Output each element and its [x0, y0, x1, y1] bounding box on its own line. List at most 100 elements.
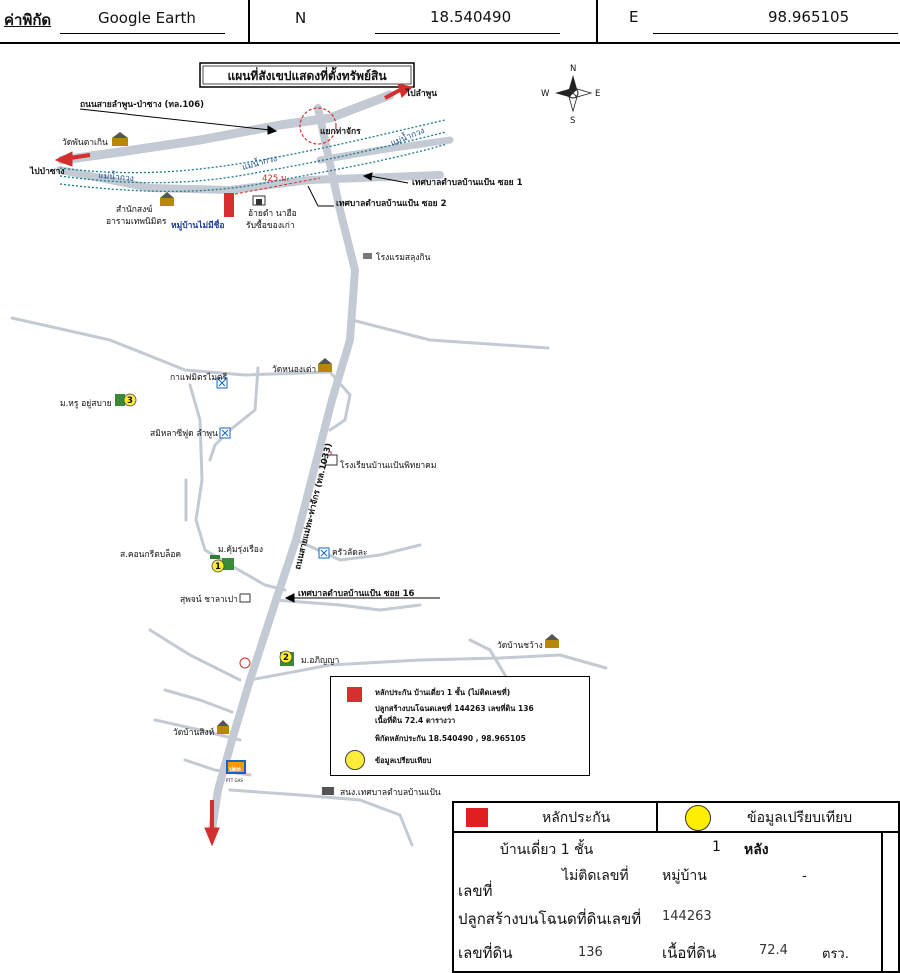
- road-soi-a: [188, 383, 287, 592]
- ptt-sub-label: PTT GAS: [226, 778, 243, 783]
- shop-label: รับซื้อของเก่า: [246, 219, 295, 231]
- legend-line: หลักประกัน บ้านเดี่ยว 1 ชั้น (ไม่ติดเลขท…: [375, 688, 511, 697]
- svg-text:2: 2: [283, 653, 289, 663]
- header-divider: [596, 0, 598, 42]
- comparison-icon: [685, 805, 711, 831]
- hall-label: สมิหลาซีฟูด ลำพูน: [150, 428, 218, 439]
- land-no-value: 136: [578, 945, 603, 960]
- wat-nong-tao-label: วัดหนองเต่า: [272, 365, 316, 375]
- municipal-label: สนง.เทศบาลตำบลบ้านแป้น: [340, 787, 441, 798]
- map-title: แผนที่สังเขปแสดงที่ตั้งทรัพย์สิน: [227, 66, 387, 83]
- east-label: E: [629, 8, 639, 26]
- legend-line: ข้อมูลเปรียบเทียบ: [375, 756, 432, 765]
- temple-icon: [217, 720, 229, 734]
- road-network: [10, 90, 608, 847]
- collateral-marker: [224, 193, 234, 217]
- distance-label: 425 ม.: [262, 174, 289, 184]
- arrow-to-pasang-icon: [54, 151, 73, 167]
- river-label: แม่น้ำกวง: [98, 169, 135, 184]
- legend-line: เนื้อที่ดิน 72.4 ตารางวา: [375, 716, 456, 725]
- area-unit: ตรว.: [822, 947, 849, 962]
- arrow-to-lamphun-icon: [397, 83, 414, 98]
- soi16-label: เทศบาลตำบลบ้านแป้น ซอย 16: [298, 588, 415, 599]
- shop-icon: [252, 195, 266, 206]
- soi1-label: เทศบาลตำบลบ้านแป้น ซอย 1: [412, 177, 523, 188]
- coordinate-header: ค่าพิกัด Google Earth N 18.540490 E 98.9…: [0, 0, 900, 44]
- arrow-south-icon: [204, 827, 220, 847]
- restaurant-icon: [216, 377, 228, 389]
- comparison-label: ข้อมูลเปรียบเทียบ: [747, 810, 853, 826]
- location-map: แผนที่สังเขปแสดงที่ตั้งทรัพย์สิน N S E W: [10, 62, 608, 847]
- table-border: [881, 831, 883, 971]
- wat-phan-ta-koen-label: วัดพันตาเกิน: [62, 138, 108, 148]
- unnamed-village-label: หมู่บ้านไม่มีชื่อ: [171, 218, 225, 231]
- direction-arrows: [54, 83, 414, 847]
- building-unit: หลัง: [744, 842, 769, 858]
- sangkha-label: สำนักสงฆ์: [116, 204, 153, 215]
- road-106-label: ถนนสายลำพูน-ป่าซาง (ทล.106): [80, 99, 204, 110]
- coord-label: ค่าพิกัด: [4, 11, 52, 29]
- wat-ban-sing-label: วัดบ้านสิงห์: [173, 727, 214, 738]
- coord-source: Google Earth: [98, 9, 196, 27]
- main-road-106: [57, 90, 395, 165]
- main-road-1033: [208, 104, 359, 834]
- svg-text:E: E: [595, 89, 600, 99]
- map-title-box: [199, 62, 415, 88]
- svg-text:W: W: [541, 89, 550, 99]
- east-underline: [653, 33, 898, 34]
- property-info-table: หลักประกัน ข้อมูลเปรียบเทียบ บ้านเดี่ยว …: [452, 801, 900, 973]
- house-no-value: ไม่ติดเลขที่: [562, 868, 629, 884]
- to-pasang-label: ไปป่าซาง: [29, 166, 65, 177]
- road-east-chwang: [248, 653, 608, 682]
- road-south-west: [148, 628, 242, 682]
- comparison-legend-icon: [345, 750, 365, 770]
- municipal-icon: [322, 787, 334, 795]
- wat-ban-chwang-label: วัดบ้านชว้าง: [497, 640, 543, 651]
- north-value: 18.540490: [430, 8, 512, 26]
- north-underline: [375, 33, 560, 34]
- shop-icon: [239, 593, 251, 603]
- header-divider: [248, 0, 250, 42]
- hotel-label: โรงแรมสลุงกิน: [376, 252, 431, 263]
- road-soi-16: [273, 598, 422, 612]
- area-label: เนื้อที่ดิน: [662, 944, 717, 962]
- row-divider: [656, 803, 658, 831]
- cafe-label: กาแฟมิตรไมตรี: [170, 372, 228, 383]
- svg-text:N: N: [570, 64, 576, 74]
- road-west-upper: [10, 316, 332, 377]
- source-underline: [60, 33, 225, 34]
- leader-lines: [79, 108, 440, 603]
- ptt-station-icon: [226, 760, 246, 774]
- comparison-marker-2: 2: [279, 650, 294, 666]
- moo-huru-label: ม.หรู อยู่สบาย: [60, 399, 112, 409]
- deed-label: ปลูกสร้างบนโฉนดที่ดินเลขที่: [458, 910, 642, 928]
- moo-aphinya-label: ม.อภิญญา: [301, 656, 339, 666]
- collateral-label: หลักประกัน: [542, 810, 611, 826]
- temple-icon: [160, 192, 174, 206]
- legend-row: หลักประกัน ข้อมูลเปรียบเทียบ: [454, 803, 898, 833]
- factory-icon: [210, 555, 220, 559]
- village-value: -: [802, 869, 807, 884]
- intersection-label: แยกท่าจักร: [320, 126, 361, 137]
- svg-text:S: S: [570, 116, 575, 126]
- compass-icon: N S E W: [541, 64, 600, 126]
- building-count: 1: [712, 839, 721, 855]
- soi2-label: เทศบาลตำบลบ้านแป้น ซอย 2: [336, 198, 447, 209]
- deed-value: 144263: [662, 909, 712, 924]
- village-label: หมู่บ้าน: [662, 868, 707, 884]
- collateral-icon: [466, 808, 488, 827]
- restaurant-icon: [318, 547, 330, 559]
- sangkha-label: อารามเทพนิมิตร: [106, 217, 167, 227]
- road-east-lower: [294, 538, 422, 562]
- school-icon: [324, 451, 338, 466]
- map-legend: หลักประกัน บ้านเดี่ยว 1 ชั้น (ไม่ติดเลขท…: [330, 676, 590, 776]
- ptt-label: ปตท: [229, 765, 241, 773]
- kruo-label: ครัวลัดละ: [332, 548, 368, 558]
- concrete-label: ส.คอนกรีตบล็อค: [120, 548, 181, 560]
- land-no-label: เลขที่ดิน: [458, 944, 513, 962]
- north-label: N: [295, 9, 307, 27]
- landmark-icons: [112, 132, 559, 795]
- road-south-grid: [153, 718, 242, 742]
- school-label: โรงเรียนบ้านแป้นพิทยาคม: [340, 460, 436, 471]
- restaurant-icon: [219, 427, 231, 439]
